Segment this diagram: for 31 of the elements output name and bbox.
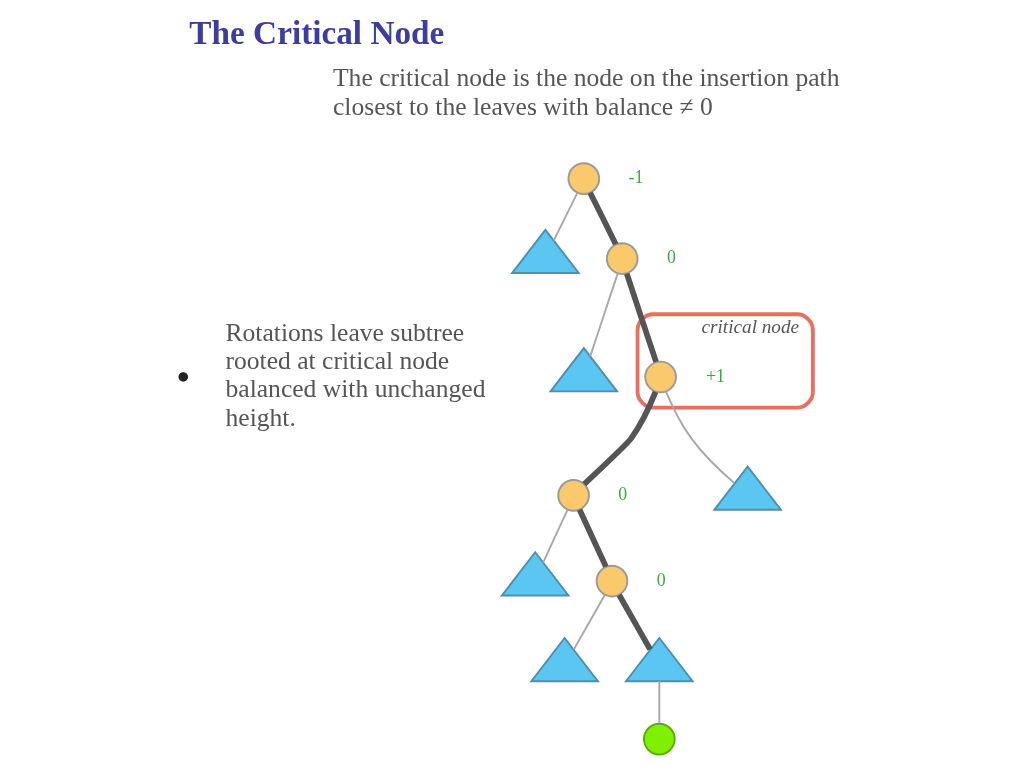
node-triangle <box>624 636 695 683</box>
connector <box>658 680 661 725</box>
node-label: +1 <box>706 365 726 386</box>
node-circle <box>644 360 677 394</box>
label: The critical node is the node on the insertion path closest to the leaves with balance ≠ 0 <box>332 63 840 121</box>
node-circle <box>557 479 590 512</box>
node-circle <box>643 722 676 756</box>
node-triangle <box>499 550 571 597</box>
connector <box>542 508 569 564</box>
node-circle <box>567 162 601 195</box>
connector <box>582 390 659 487</box>
node-triangle <box>510 228 581 274</box>
connector <box>616 593 653 651</box>
connector <box>576 508 609 568</box>
node-label: 0 <box>618 484 628 505</box>
node-triangle <box>529 636 600 683</box>
node-label: -1 <box>628 167 644 188</box>
node-label: 0 <box>656 569 666 590</box>
connector <box>624 272 659 363</box>
node-circle <box>605 242 639 275</box>
node-label: 0 <box>667 247 676 268</box>
node-circle <box>595 564 629 598</box>
diagram-title: The Critical Node <box>189 13 445 51</box>
connector <box>589 272 619 358</box>
connector <box>552 191 579 242</box>
node-triangle <box>712 464 783 511</box>
node-triangle <box>548 346 620 393</box>
label: Rotations leave subtree rooted at critical node balanced with unchanged height. <box>225 318 486 432</box>
connector <box>587 191 619 246</box>
connector <box>665 390 736 485</box>
connector <box>572 594 606 651</box>
